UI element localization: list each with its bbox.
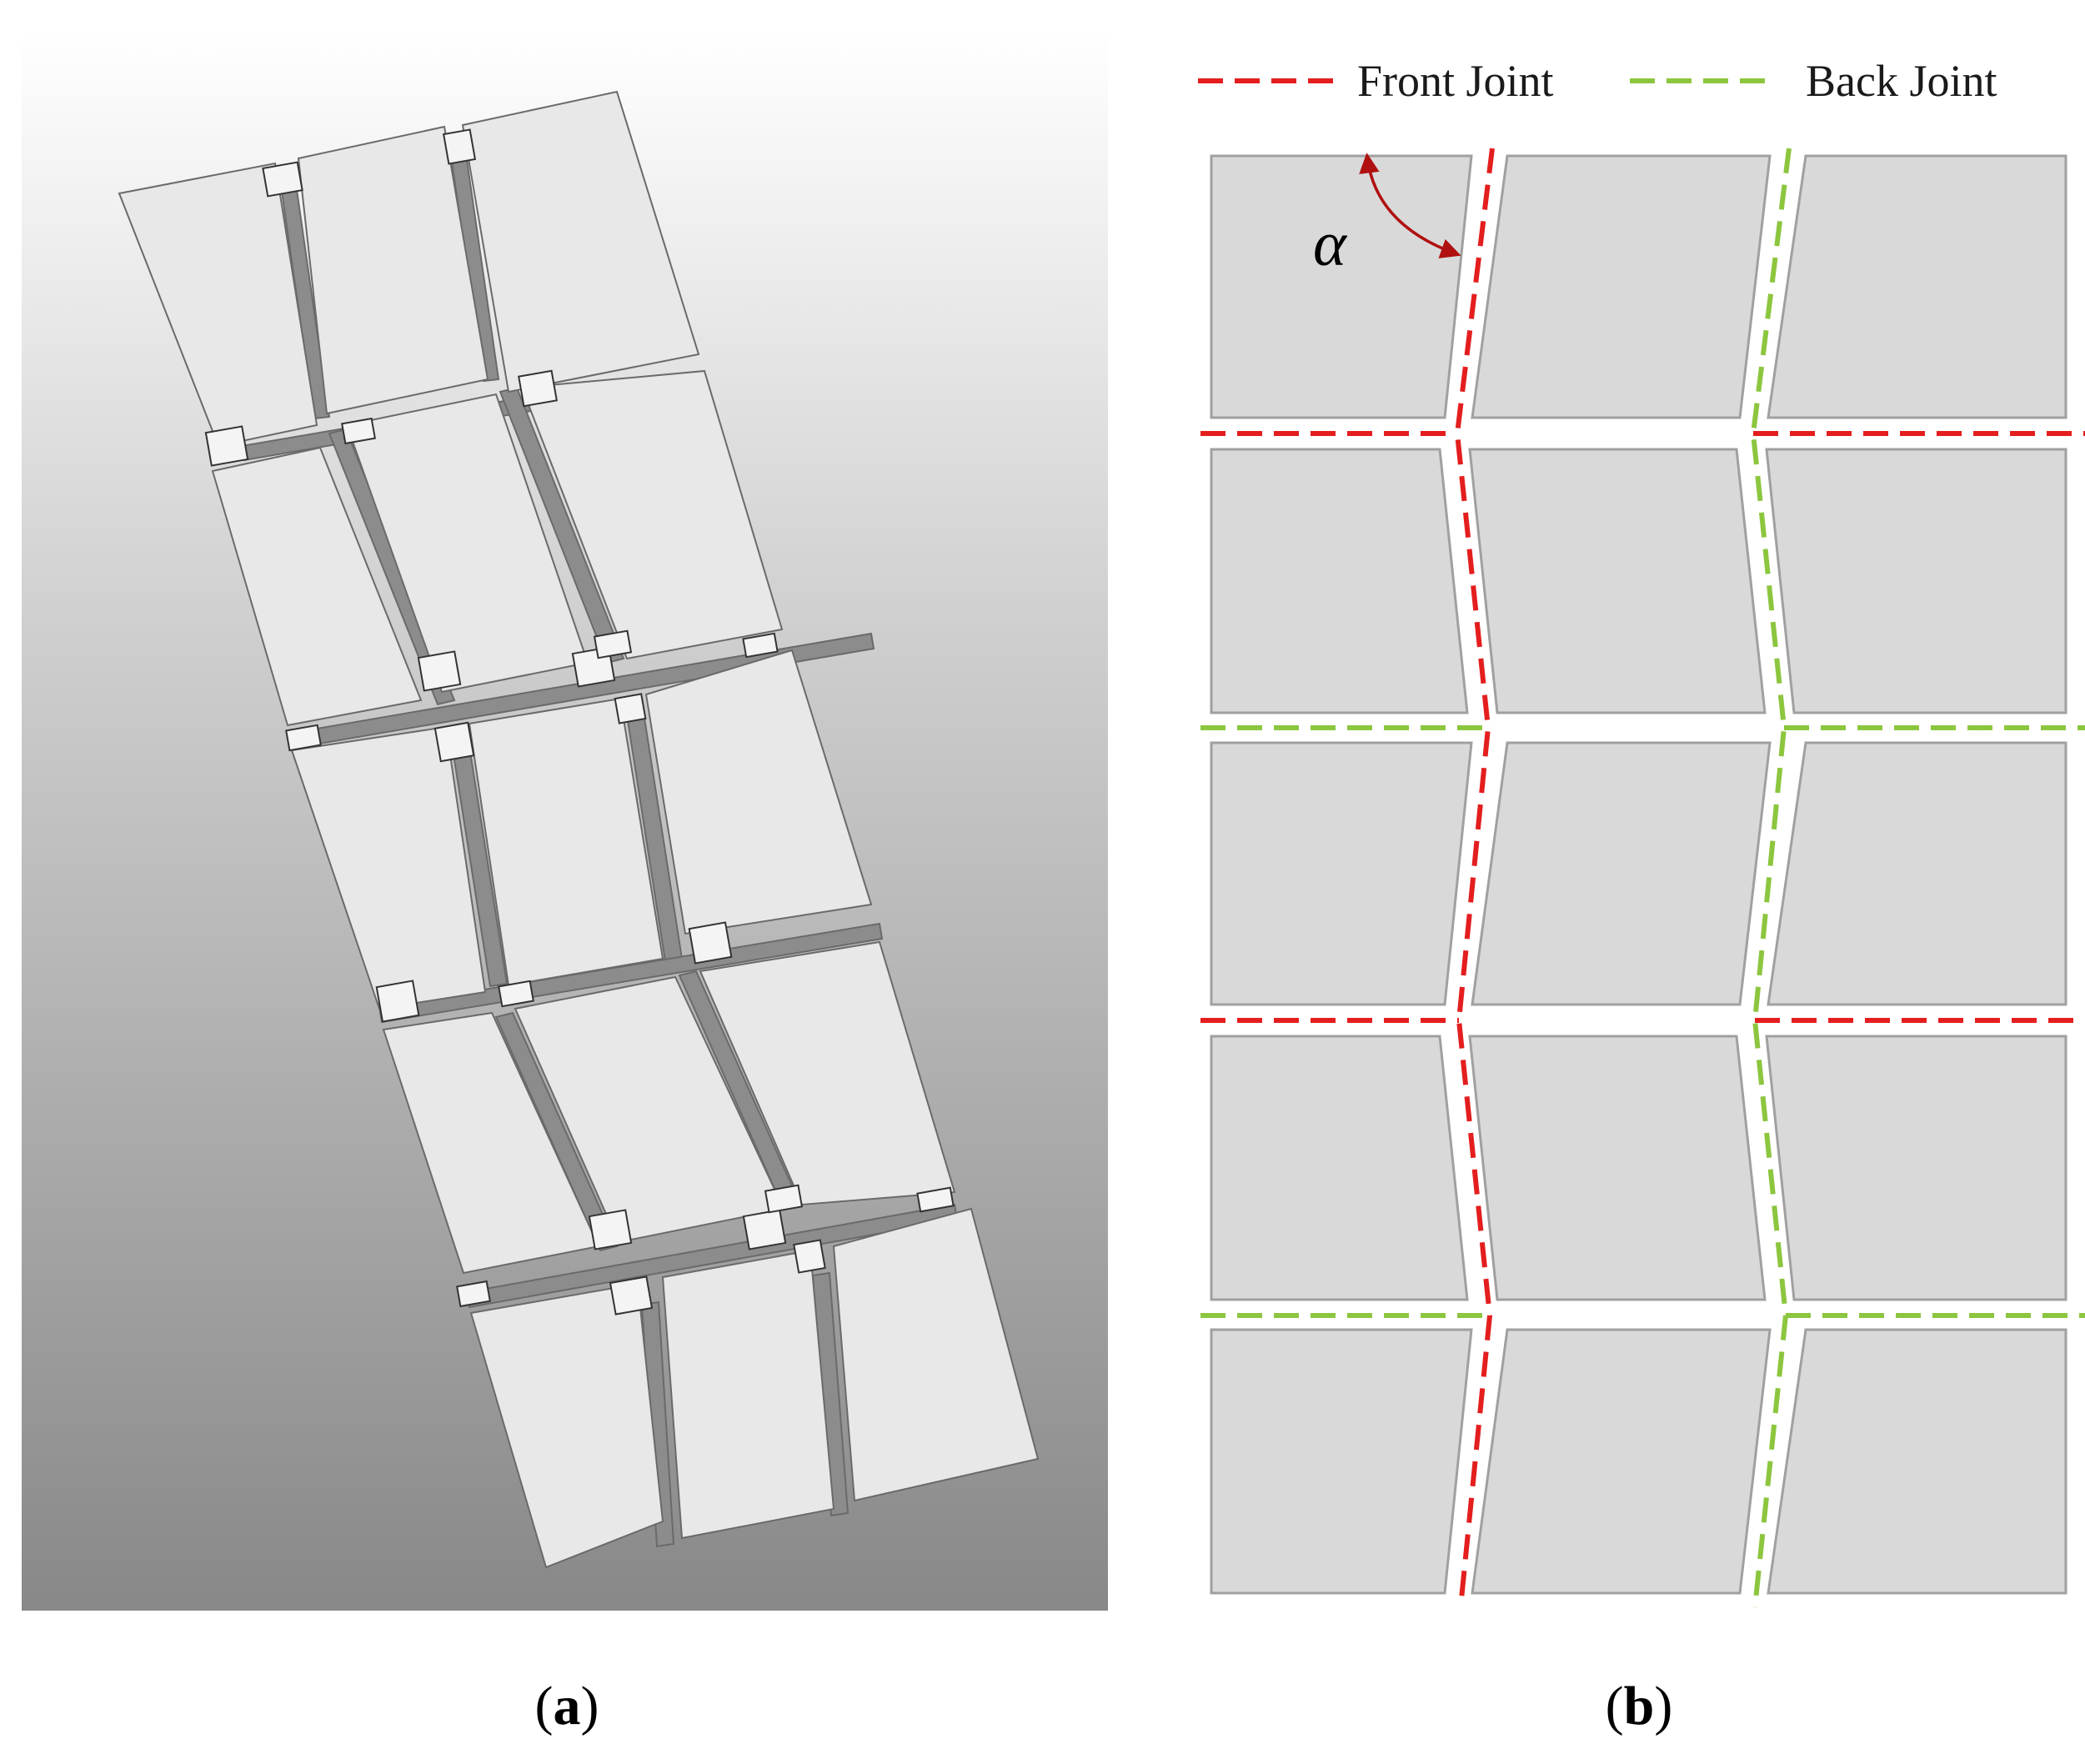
hinge [262,161,303,198]
panel-b: Front Joint Back Joint [1198,56,2085,1608]
panel-b-r3c3 [1767,741,2067,1006]
angle-annotation: α [1313,153,1461,279]
hinge [498,980,534,1008]
hinge [417,650,462,692]
legend: Front Joint Back Joint [1198,56,1997,106]
panel-b-r3c1 [1210,741,1473,1006]
panel-b-r4c2 [1468,1035,1767,1301]
panel-b-r5c3 [1767,1328,2067,1595]
hinge [456,1280,491,1308]
angle-arrow [1359,153,1461,258]
panel-b-r1c3 [1767,154,2067,419]
panel-b-r1c1 [1210,154,1473,419]
panel-r1c2 [297,125,489,415]
panel-r2c3 [520,369,784,660]
panel-b-r2c3 [1765,448,2067,714]
panel-a [22,32,1108,1611]
panel-b-r4c3 [1765,1035,2067,1301]
hinge [793,1239,826,1274]
hinge [285,724,322,752]
hinge [204,425,249,467]
caption-b: (b) [1606,1676,1673,1736]
folded-panel-structure [118,90,1040,1569]
hinge [688,921,733,965]
panel-r3c3 [644,649,873,935]
panel-r5c1 [469,1282,664,1569]
front-joints [1200,148,2085,1608]
hinge [442,128,477,165]
panel-r3c1 [290,725,487,1010]
hinge [916,1186,955,1213]
back-joint-vertical [1750,148,1792,1608]
hinge [518,369,558,408]
panel-r1c1 [118,162,318,448]
crease-panels [1210,154,2067,1595]
hinge [434,721,475,763]
panel-b-r2c2 [1468,448,1767,714]
panel-b-r2c1 [1210,448,1469,714]
hinge [609,1275,654,1315]
back-joints [1200,148,2085,1608]
panel-b-r4c1 [1210,1035,1469,1301]
caption-a: (a) [535,1676,599,1736]
panel-b-r5c1 [1210,1328,1473,1595]
alpha-symbol: α [1313,209,1348,279]
rigid-panels [118,90,1040,1569]
hinge [341,417,376,445]
panel-r5c3 [832,1207,1040,1502]
panel-b-r1c2 [1471,154,1772,419]
hinges [204,128,955,1315]
back-joint-legend-label: Back Joint [1806,56,1997,106]
panel-r3c2 [468,697,664,987]
hinge [742,632,779,659]
panel-b-r3c2 [1471,741,1772,1006]
hinge [742,1209,787,1250]
hinge [614,693,647,724]
hinge [593,629,633,659]
front-joint-vertical [1454,148,1495,1608]
panel-r5c2 [661,1249,835,1540]
front-joint-legend-label: Front Joint [1357,56,1554,106]
hinge [764,1184,804,1214]
hinge [375,980,420,1023]
hinge [588,1209,633,1250]
panel-r1c3 [461,90,700,393]
panel-r4c3 [699,940,956,1206]
panel-b-r5c2 [1471,1328,1772,1595]
panel-r2c1 [211,446,423,727]
